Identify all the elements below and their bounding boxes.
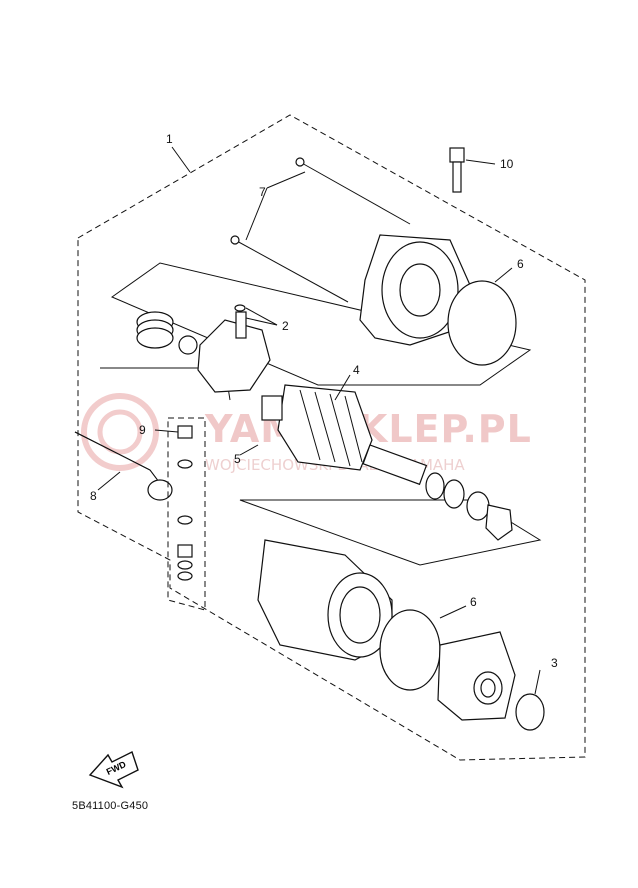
callout-6-top: 6 <box>517 257 524 271</box>
callout-8: 8 <box>90 489 97 503</box>
mounting-bolt <box>449 147 465 193</box>
callout-2: 2 <box>282 319 289 333</box>
callout-labels: 1 2 3 4 5 6 6 7 8 9 10 <box>90 132 558 670</box>
brush-holder <box>197 304 271 393</box>
assembly-boundary <box>77 114 586 761</box>
lead-wire <box>74 431 173 501</box>
rear-cover <box>437 631 516 721</box>
callout-7: 7 <box>259 185 266 199</box>
motor-yoke <box>257 539 393 661</box>
armature <box>261 384 428 486</box>
diagram-code: 5B41100-G450 <box>72 800 149 812</box>
callout-6-bottom: 6 <box>470 595 477 609</box>
callout-1: 1 <box>166 132 173 146</box>
front-cover <box>359 234 471 346</box>
washers <box>425 472 513 541</box>
leader-lines <box>97 146 541 695</box>
brush-spring <box>136 311 198 355</box>
callout-5: 5 <box>234 452 241 466</box>
through-bolts <box>230 157 411 303</box>
callout-3: 3 <box>551 656 558 670</box>
callout-10: 10 <box>500 157 514 171</box>
callout-9: 9 <box>139 423 146 437</box>
terminal-nuts <box>177 425 193 581</box>
fwd-arrow-icon: FWD <box>88 751 139 789</box>
o-ring-bottom <box>379 609 441 691</box>
motor-plane <box>239 499 542 566</box>
brush-plane <box>110 262 532 386</box>
terminal-boundary <box>167 417 206 611</box>
o-ring-top <box>447 280 517 366</box>
o-ring-3 <box>515 693 545 731</box>
callout-4: 4 <box>353 363 360 377</box>
